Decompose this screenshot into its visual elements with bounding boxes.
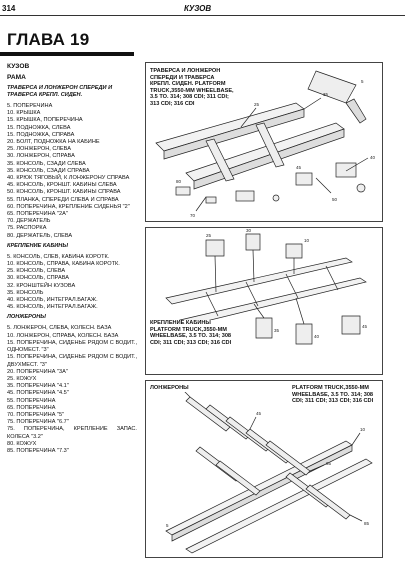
group1-item: 80. ДЕРЖАТЕЛЬ, СЛЕВА: [7, 232, 73, 239]
svg-text:5: 5: [361, 79, 364, 84]
front-panel-caption: ТРАВЕРСА И ЛОНЖЕРОН СПЕРЕДИ И ТРАВЕРСА К…: [150, 68, 236, 108]
svg-text:35: 35: [274, 328, 280, 333]
svg-text:50: 50: [332, 197, 338, 202]
svg-text:40: 40: [314, 334, 320, 339]
svg-text:65: 65: [326, 461, 332, 466]
parts-list: КУЗОВ РАМА ТРАВЕРСА И ЛОНЖЕРОН СПЕРЕДИ И…: [7, 63, 137, 455]
group2-item: 32. КРОНШТЕЙН КУЗОВА: [7, 282, 76, 289]
group3-item: 25. КОЖУХ: [7, 375, 37, 382]
group1-item: 5. ПОПЕРЕЧИНА: [7, 103, 53, 109]
group2-item: 5. КОНСОЛЬ, СЛЕВ, КАБИНА КОРОТК.: [7, 253, 110, 260]
group1-item: 45. КОНСОЛЬ, КРОНШТ. КАБИНЫ СЛЕВА: [7, 182, 117, 189]
section-tag: КУЗОВ: [184, 4, 212, 13]
chapter-title: ГЛАВА 19: [7, 30, 90, 49]
svg-text:40: 40: [370, 155, 376, 160]
group3-item: 15. ПОПЕРЕЧИНА, СИДЕНЬЕ РЯДОМ С ВОДИТ., …: [7, 339, 137, 354]
page-number: 314: [2, 4, 16, 13]
page-header: 314 КУЗОВ: [0, 0, 405, 22]
group1-title: ТРАВЕРСА И ЛОНЖЕРОН СПЕРЕДИ И ТРАВЕРСА К…: [7, 85, 113, 98]
svg-text:45: 45: [362, 324, 368, 329]
svg-text:25: 25: [206, 233, 212, 238]
group1-item: 30. ЛОНЖЕРОН, СПРАВА: [7, 153, 75, 160]
svg-text:10: 10: [304, 238, 310, 243]
group2-item: 45. КОНСОЛЬ, ИНТЕГРАЛ.БАГАЖ.: [7, 304, 98, 311]
svg-text:30: 30: [246, 228, 252, 233]
svg-text:25: 25: [254, 102, 260, 107]
group2-list: 5. КОНСОЛЬ, СЛЕВ, КАБИНА КОРОТК.10. КОНС…: [7, 254, 137, 312]
group1-item: 60. ПОПЕРЕЧИНА, КРЕПЛЕНИЕ СИДЕНЬЯ "2": [7, 203, 130, 210]
members-panel-caption: PLATFORM TRUCK,3550-MM WHEELBASE, 3.5 TO…: [292, 385, 382, 405]
group3-item: 75. ПОПЕРЕЧИНА, КРЕПЛЕНИЕ ЗАПАС. КОЛЕСА …: [7, 426, 137, 440]
group1-item: 15. ПОДНОЖКА, СПРАВА: [7, 131, 75, 138]
group3-item: 45. ПОПЕРЕЧИНА "4.5": [7, 390, 69, 397]
group3-item: 55. ПОПЕРЕЧИНА: [7, 397, 56, 404]
group1-item: 15. КРЫШКА, ПОПЕРЕЧИНА: [7, 117, 83, 124]
group3-item: 35. ПОПЕРЕЧИНА "4.1": [7, 383, 69, 390]
svg-text:5: 5: [166, 523, 169, 528]
svg-text:85: 85: [364, 521, 370, 526]
group1-item: 15. ПОДНОЖКА, СЛЕВА: [7, 124, 71, 131]
group1-item: 50. КОНСОЛЬ, КРОНШТ. КАБИНЫ СПРАВА: [7, 189, 121, 196]
group3-title: ЛОНЖЕРОНЫ: [7, 314, 46, 321]
svg-text:45: 45: [296, 165, 302, 170]
front-traverse-diagram: 35 25 50 70 40 45 5 80: [155, 70, 376, 218]
svg-text:35: 35: [323, 92, 329, 97]
group3-item: 5. ЛОНЖЕРОН, СЛЕВА, КОЛЕСН. БАЗА: [7, 325, 112, 332]
diagram-panel-front: 35 25 50 70 40 45 5 80 ТРАВЕРСА И ЛОНЖЕРОН С…: [145, 62, 383, 222]
group3-item: 65. ПОПЕРЕЧИНА: [7, 404, 56, 411]
group1-item: 25. ЛОНЖЕРОН, СЛЕВА: [7, 146, 71, 153]
group1-item: 55. ПЛАНКА, СПЕРЕДИ СЛЕВА И СПРАВА: [7, 196, 119, 203]
group3-item: 20. ПОПЕРЕЧИНА "3А": [7, 368, 68, 375]
group1-item: 35. КОНСОЛЬ, СЗАДИ СПРАВА: [7, 167, 90, 174]
members-panel-title: ЛОНЖЕРОНЫ: [150, 385, 200, 392]
group2-item: 10. КОНСОЛЬ, СПРАВА, КАБИНА КОРОТК.: [7, 261, 120, 268]
group2-item: 40. КОНСОЛЬ, ИНТЕГРАЛ.БАГАЖ.: [7, 297, 98, 304]
group1-item: 40. КРЮК ТЯГОВЫЙ, К ЛОНЖЕРОНУ СПРАВА: [7, 175, 130, 182]
group1-item: 75. РАСПОРКА: [7, 225, 47, 232]
group3-item: 80. КОЖУХ: [7, 440, 37, 447]
chapter-rule: [0, 52, 134, 56]
group1-item: 35. КОНСОЛЬ, СЗАДИ СЛЕВА: [7, 160, 86, 167]
group1-item: 70. ДЕРЖАТЕЛЬ: [7, 218, 51, 225]
group2-item: 30. КОНСОЛЬ, СПРАВА: [7, 275, 69, 282]
cab-panel-caption: КРЕПЛЕНИЕ КАБИНЫ PLATFORM TRUCK,3550-MM …: [150, 320, 242, 347]
svg-text:10: 10: [360, 427, 366, 432]
header-rule: [0, 15, 405, 16]
frame-title: РАМА: [7, 74, 26, 81]
group2-item: 25. КОНСОЛЬ, СЛЕВА: [7, 268, 66, 275]
group1-item: 20. БОЛТ, ПОДНОЖКА НА КАБИНЕ: [7, 139, 100, 146]
group3-item: 85. ПОПЕРЕЧИНА "7.3": [7, 447, 69, 454]
group1-item: 10. КРЫШКА: [7, 110, 41, 117]
svg-text:70: 70: [190, 213, 196, 218]
svg-text:45: 45: [256, 411, 262, 416]
group3-item: 70. ПОПЕРЕЧИНА "5": [7, 411, 65, 418]
group3-item: 10. ЛОНЖЕРОН, СПРАВА, КОЛЕСН. БАЗА: [7, 332, 119, 339]
section-title: КУЗОВ: [7, 63, 30, 70]
group2-item: 35. КОНСОЛЬ: [7, 289, 44, 296]
svg-text:80: 80: [176, 179, 182, 184]
group2-title: КРЕПЛЕНИЕ КАБИНЫ: [7, 242, 68, 249]
group1-item: 65. ПОПЕРЕЧИНА "2А": [7, 211, 68, 218]
group3-item: 15. ПОПЕРЕЧИНА, СИДЕНЬЕ РЯДОМ С ВОДИТ., …: [7, 354, 137, 368]
group3-item: 75. ПОПЕРЕЧИНА "6.7": [7, 419, 69, 426]
